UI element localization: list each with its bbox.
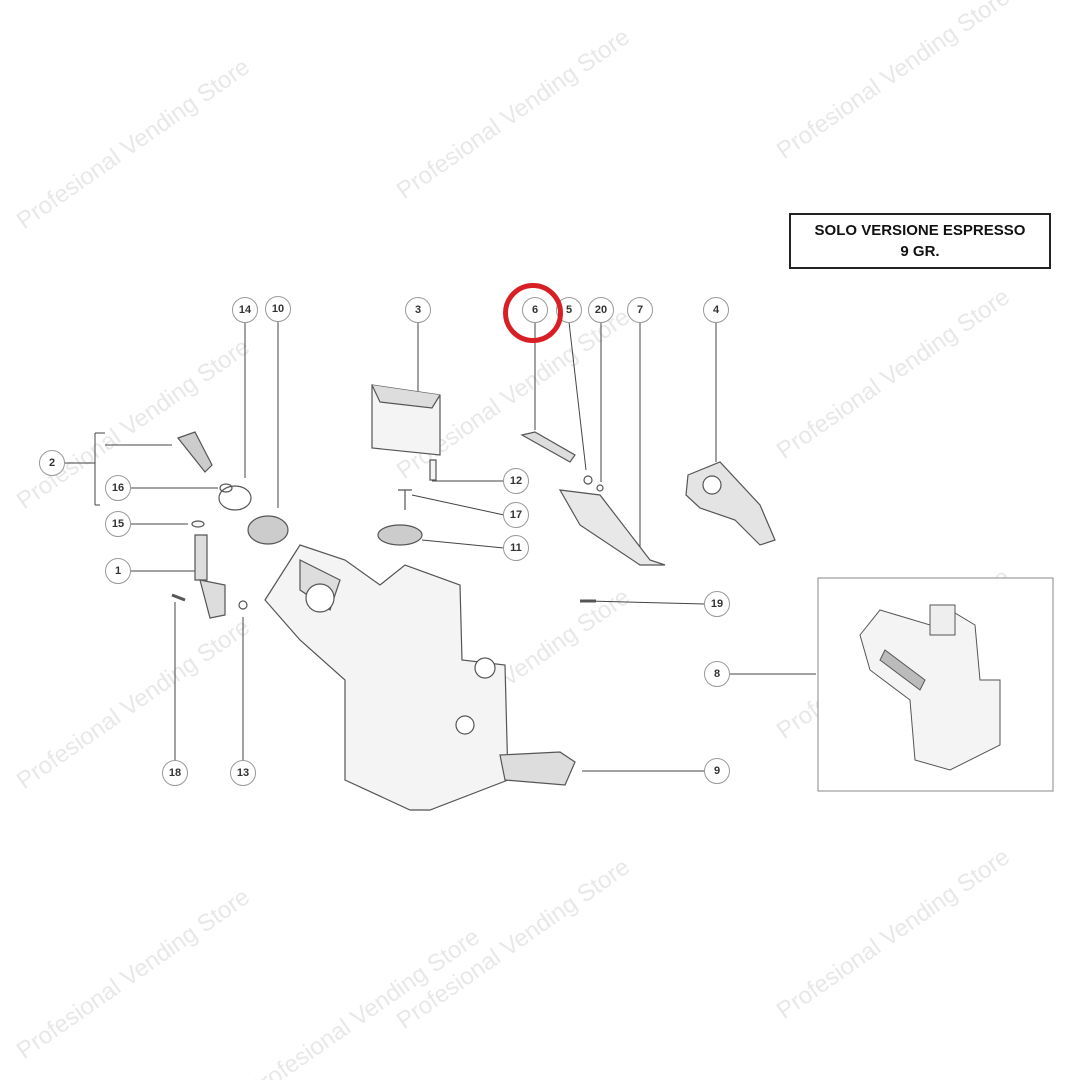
callout-15: 15 <box>105 511 131 537</box>
callout-7: 7 <box>627 297 653 323</box>
part-shapes <box>171 384 776 811</box>
title-line-2: 9 GR. <box>900 243 940 260</box>
highlight-circle <box>503 283 563 343</box>
title-box: SOLO VERSIONE ESPRESSO 9 GR. <box>789 213 1051 269</box>
callout-10: 10 <box>265 296 291 322</box>
callout-3: 3 <box>405 297 431 323</box>
callout-12: 12 <box>503 468 529 494</box>
callout-2: 2 <box>39 450 65 476</box>
callout-1: 1 <box>105 558 131 584</box>
callout-20: 20 <box>588 297 614 323</box>
callout-18: 18 <box>162 760 188 786</box>
callout-17: 17 <box>503 502 529 528</box>
callout-8: 8 <box>704 661 730 687</box>
assembly-inset <box>817 577 1054 792</box>
callout-19: 19 <box>704 591 730 617</box>
callout-4: 4 <box>703 297 729 323</box>
leader-lines <box>64 321 816 772</box>
callout-9: 9 <box>704 758 730 784</box>
title-line-1: SOLO VERSIONE ESPRESSO <box>814 222 1026 239</box>
callout-11: 11 <box>503 535 529 561</box>
callout-14: 14 <box>232 297 258 323</box>
callout-16: 16 <box>105 475 131 501</box>
callout-13: 13 <box>230 760 256 786</box>
